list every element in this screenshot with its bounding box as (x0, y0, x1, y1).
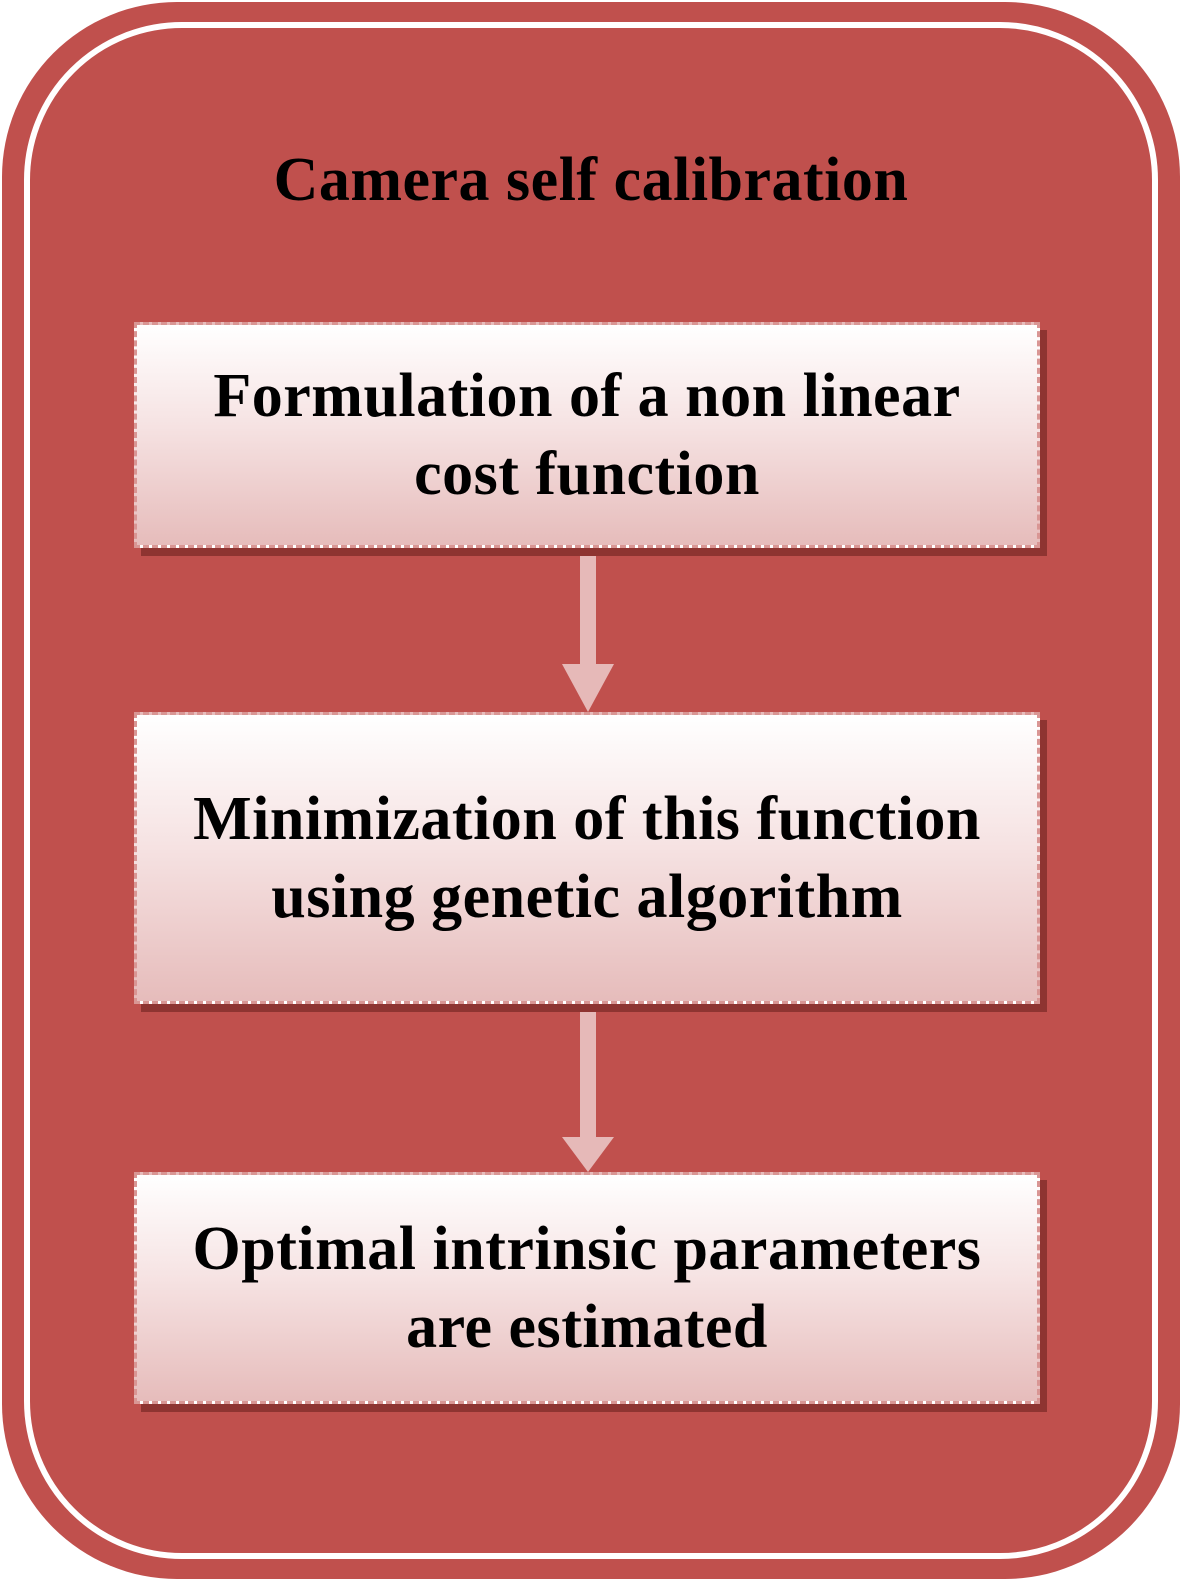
step-label: Minimization of this function using gene… (193, 785, 981, 931)
step-box-minimization: Minimization of this function using gene… (134, 712, 1040, 1004)
diagram-title: Camera self calibration (273, 146, 909, 214)
step-box-cost-function: Formulation of a non linear cost functio… (134, 322, 1040, 548)
step-label: Optimal intrinsic parameters are estimat… (192, 1215, 982, 1361)
step-box-parameters-estimated: Optimal intrinsic parameters are estimat… (134, 1172, 1040, 1404)
step-label: Formulation of a non linear cost functio… (213, 362, 961, 508)
inner-ring-border (24, 22, 1158, 1559)
